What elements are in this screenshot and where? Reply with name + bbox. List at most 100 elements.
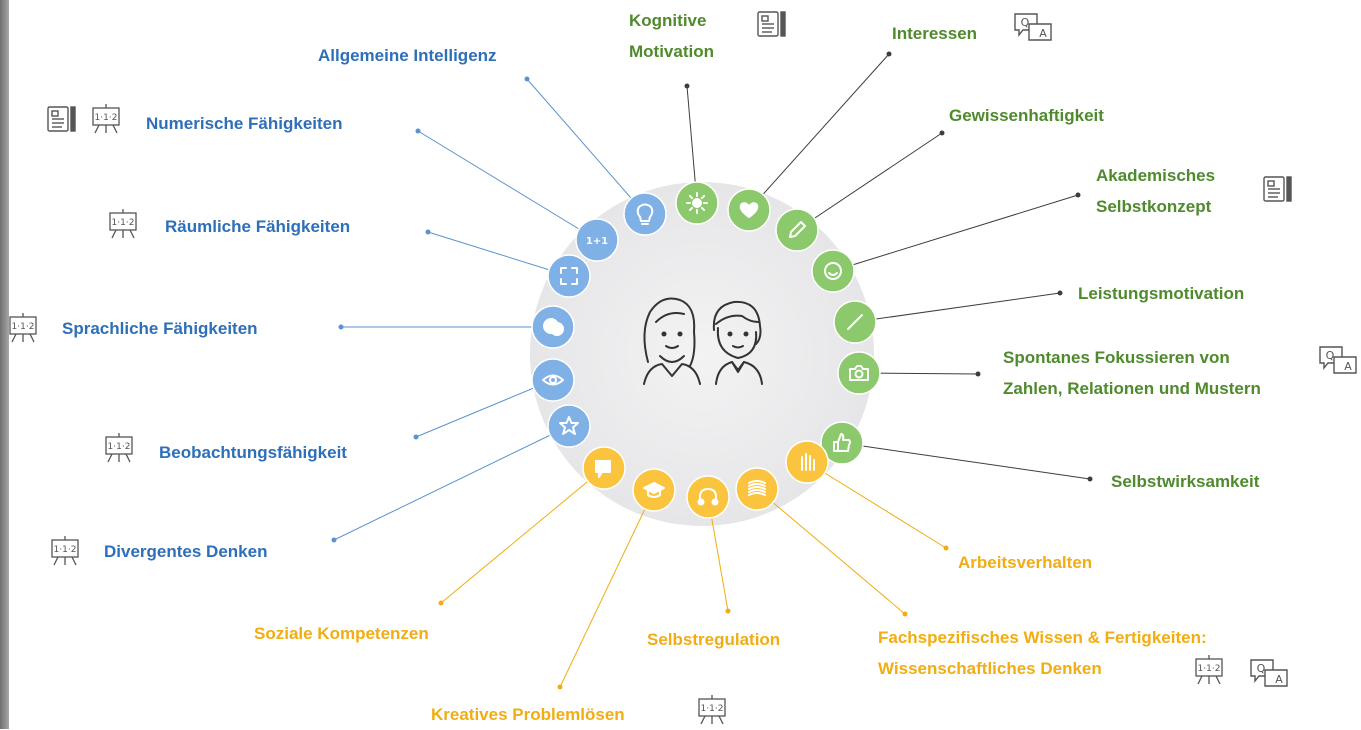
node-kreatives-problemloesen xyxy=(632,468,676,512)
label-numerische-faehigkeiten: Numerische Fähigkeiten xyxy=(146,114,343,133)
star-icon xyxy=(559,416,579,435)
label-kreatives-problemloesen: Kreatives Problemlösen xyxy=(431,705,625,724)
connector-dot-raeumliche-faehigkeiten xyxy=(425,229,431,235)
label-beobachtungsfaehigkeit: Beobachtungsfähigkeit xyxy=(159,443,347,462)
center-ring xyxy=(530,182,874,526)
window-frame-edge xyxy=(0,0,9,729)
document-pencil-icon xyxy=(1263,176,1292,202)
hand-icon xyxy=(801,453,815,471)
node-raeumliche-faehigkeiten xyxy=(547,254,591,298)
connector-leistungsmotivation xyxy=(854,292,1061,323)
label-kognitive-motivation: Kognitive Motivation xyxy=(629,11,714,61)
node-allgemeine-intelligenz xyxy=(623,192,667,236)
label-selbstregulation: Selbstregulation xyxy=(647,630,781,649)
connector-dot-selbstwirksamkeit xyxy=(1087,476,1093,482)
sun-icon xyxy=(686,192,708,214)
connector-dot-gewissenhaftigkeit xyxy=(939,130,945,136)
heart-icon xyxy=(739,202,759,218)
label-gewissenhaftigkeit: Gewissenhaftigkeit xyxy=(949,106,1104,125)
svg-text:A: A xyxy=(1344,360,1352,373)
chat-qa-icon: Q A xyxy=(1319,346,1357,374)
connector-dot-selbstregulation xyxy=(725,608,731,614)
svg-text:1·1·2: 1·1·2 xyxy=(701,704,724,714)
connector-dot-interessen xyxy=(886,51,892,57)
connector-dot-divergentes-denken xyxy=(331,537,337,543)
svg-text:1·1·2: 1·1·2 xyxy=(95,113,118,123)
easel-number-icon: 1·1·2 xyxy=(105,433,133,463)
lightbulb-icon xyxy=(636,203,654,225)
connector-dot-akademisches-selbstkonzept xyxy=(1075,192,1081,198)
headphones-icon xyxy=(697,488,719,506)
connector-raeumliche-faehigkeiten xyxy=(427,231,570,277)
label-raeumliche-faehigkeiten: Räumliche Fähigkeiten xyxy=(165,217,351,236)
easel-number-icon: 1·1·2 xyxy=(9,313,37,343)
connector-kreatives-problemloesen xyxy=(559,489,655,688)
pencil-icon xyxy=(789,221,806,238)
label-soziale-kompetenzen: Soziale Kompetenzen xyxy=(254,624,429,643)
chat-qa-icon: Q A xyxy=(1250,659,1288,687)
node-divergentes-denken xyxy=(547,404,591,448)
easel-number-icon: 1·1·2 xyxy=(1195,655,1223,685)
node-selbstwirksamkeit xyxy=(820,421,864,465)
children-illustration xyxy=(643,297,763,385)
connector-dot-arbeitsverhalten xyxy=(943,545,949,551)
label-sprachliche-faehigkeiten: Sprachliche Fähigkeiten xyxy=(62,319,258,338)
connector-dot-kognitive-motivation xyxy=(684,83,690,89)
connector-divergentes-denken xyxy=(333,425,570,541)
node-beobachtungsfaehigkeit xyxy=(531,358,575,402)
label-spontanes-fokussieren: Spontanes Fokussieren von Zahlen, Relati… xyxy=(1003,348,1261,398)
node-spontanes-fokussieren xyxy=(837,351,881,395)
connector-dot-beobachtungsfaehigkeit xyxy=(413,434,419,440)
one-plus-one-icon: 1+1 xyxy=(586,236,608,247)
label-allgemeine-intelligenz: Allgemeine Intelligenz xyxy=(318,46,497,65)
svg-text:1·1·2: 1·1·2 xyxy=(112,218,135,228)
svg-text:Q: Q xyxy=(1021,16,1030,29)
connector-dot-allgemeine-intelligenz xyxy=(524,76,530,82)
svg-text:A: A xyxy=(1275,673,1283,686)
document-pencil-icon xyxy=(757,11,786,37)
node-gewissenhaftigkeit xyxy=(775,208,819,252)
node-arbeitsverhalten xyxy=(785,440,829,484)
connector-dot-kreatives-problemloesen xyxy=(557,684,563,690)
easel-number-icon: 1·1·2 xyxy=(51,536,79,566)
svg-text:1·1·2: 1·1·2 xyxy=(108,442,131,452)
connector-arbeitsverhalten xyxy=(806,461,947,549)
svg-text:1+1: 1+1 xyxy=(586,236,608,247)
connector-dot-numerische-faehigkeiten xyxy=(415,128,421,134)
label-arbeitsverhalten: Arbeitsverhalten xyxy=(958,553,1093,572)
pattern-icon xyxy=(748,480,766,496)
label-leistungsmotivation: Leistungsmotivation xyxy=(1078,284,1245,303)
label-fachspezifisches-wissen: Fachspezifisches Wissen & Fertigkeiten: … xyxy=(878,628,1207,678)
connector-interessen xyxy=(748,53,890,211)
tool-icons: Q A 1·1·2 1·1·2 1·1·2 xyxy=(9,11,1357,725)
connector-dot-fachspezifisches-wissen xyxy=(902,611,908,617)
graduation-cap-icon xyxy=(643,482,665,498)
label-interessen: Interessen xyxy=(892,24,978,43)
connector-lines xyxy=(331,51,1093,690)
svg-text:Q: Q xyxy=(1257,662,1266,675)
connector-soziale-kompetenzen xyxy=(440,467,605,604)
easel-number-icon: 1·1·2 xyxy=(109,209,137,239)
node-interessen xyxy=(727,188,771,232)
label-akademisches-selbstkonzept: Akademisches Selbstkonzept xyxy=(1096,166,1216,216)
easel-number-icon: 1·1·2 xyxy=(698,695,726,725)
node-circles: 1+1 xyxy=(531,181,881,519)
chat-qa-icon: Q A xyxy=(1014,13,1052,41)
svg-text:1·1·2: 1·1·2 xyxy=(54,545,77,555)
document-pencil-icon xyxy=(47,106,76,132)
label-divergentes-denken: Divergentes Denken xyxy=(104,542,268,561)
node-akademisches-selbstkonzept xyxy=(811,249,855,293)
node-leistungsmotivation xyxy=(833,300,877,344)
node-kognitive-motivation xyxy=(675,181,719,225)
connector-dot-soziale-kompetenzen xyxy=(438,600,444,606)
eye-icon xyxy=(542,374,564,386)
node-selbstregulation xyxy=(686,475,730,519)
svg-text:A: A xyxy=(1039,27,1047,40)
megaphone-icon xyxy=(595,460,611,478)
connector-gewissenhaftigkeit xyxy=(796,132,943,231)
connector-dot-leistungsmotivation xyxy=(1057,290,1063,296)
thumbs-up-icon xyxy=(833,433,851,452)
expand-arrows-icon xyxy=(560,267,578,285)
